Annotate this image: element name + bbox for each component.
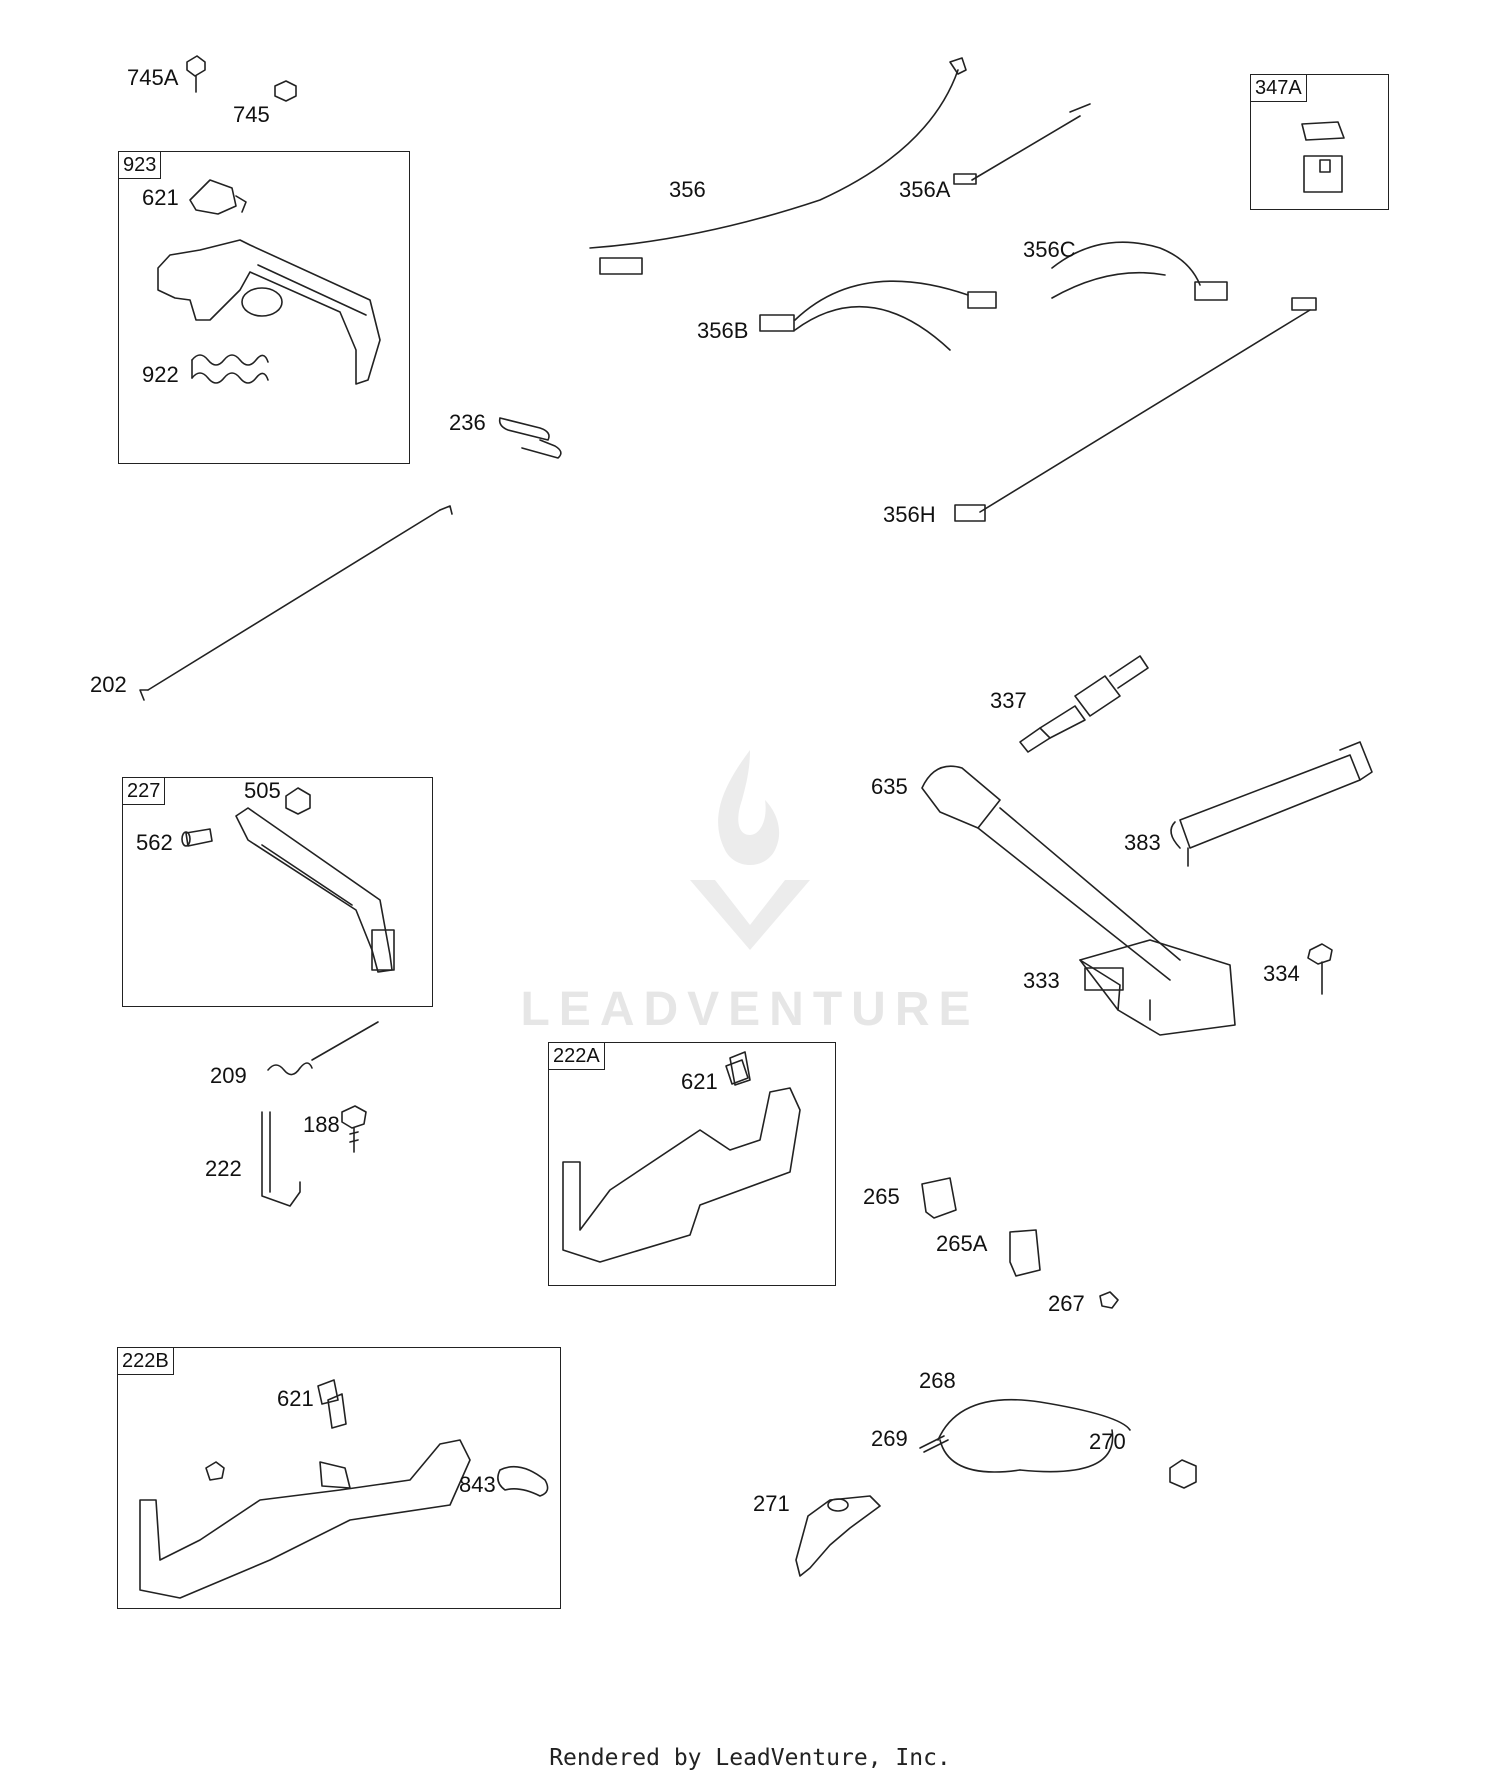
- callout-383: 383: [1124, 830, 1161, 855]
- callout-621-222B: 621: [277, 1386, 314, 1411]
- screw-267-icon: [1099, 1291, 1119, 1309]
- callout-337: 337: [990, 688, 1027, 713]
- spring-269-icon: [919, 1435, 949, 1453]
- tube-383-icon: [1170, 741, 1373, 867]
- key-347A-icon: [1301, 121, 1345, 193]
- clip-621-icon: [189, 179, 247, 215]
- nut-745-icon: [274, 80, 297, 102]
- nut-505-icon: [285, 787, 311, 815]
- callout-356B: 356B: [697, 318, 749, 343]
- wire-356-icon: [589, 57, 967, 275]
- callout-270: 270: [1089, 1429, 1126, 1454]
- group-923-label: 923: [119, 152, 162, 179]
- wire-356A-icon: [953, 103, 1091, 185]
- callout-745: 745: [233, 102, 270, 127]
- bracket-222-icon: [261, 1111, 301, 1207]
- callout-562: 562: [136, 830, 173, 855]
- wire-356B-icon: [759, 280, 997, 351]
- watermark-text: LEADVENTURE: [520, 983, 980, 1036]
- spark-plug-337-icon: [1019, 655, 1149, 753]
- bolt-745A-icon: [186, 55, 206, 93]
- bracket-assembly-222A-icon: [562, 1051, 801, 1263]
- callout-209: 209: [210, 1063, 247, 1088]
- group-222B-box: 222B: [117, 1347, 561, 1609]
- callout-222: 222: [205, 1156, 242, 1181]
- callout-356A: 356A: [899, 177, 951, 202]
- brake-lever-227-icon: [235, 807, 395, 973]
- bracket-assembly-222B-icon: [139, 1393, 471, 1599]
- spring-922-icon: [191, 354, 269, 384]
- cable-268-icon: [937, 1398, 1131, 1473]
- wire-356C-icon: [1051, 241, 1228, 301]
- ignition-coil-333-icon: [1079, 939, 1236, 1036]
- group-347A-label: 347A: [1251, 75, 1307, 102]
- callout-356H: 356H: [883, 502, 936, 527]
- spring-209-icon: [267, 1021, 379, 1076]
- callout-356C: 356C: [1023, 237, 1076, 262]
- group-227-box: 227: [122, 777, 433, 1007]
- rod-202-icon: [139, 505, 453, 701]
- callout-621-222A: 621: [681, 1069, 718, 1094]
- callout-621-923: 621: [142, 185, 179, 210]
- callout-271: 271: [753, 1491, 790, 1516]
- bolt-188-icon: [341, 1105, 367, 1153]
- clip-621-222A-icon: [725, 1059, 749, 1085]
- link-843-icon: [497, 1465, 549, 1497]
- callout-202: 202: [90, 672, 127, 697]
- group-347A-box: 347A: [1250, 74, 1389, 210]
- group-222B-label: 222B: [118, 1348, 174, 1375]
- bracket-265A-icon: [1009, 1229, 1041, 1277]
- group-923-box: 923: [118, 151, 410, 464]
- screw-334-icon: [1307, 943, 1333, 995]
- group-222A-label: 222A: [549, 1043, 605, 1070]
- callout-268: 268: [919, 1368, 956, 1393]
- watermark-logo-icon: [690, 750, 810, 950]
- callout-843: 843: [459, 1472, 496, 1497]
- callout-236: 236: [449, 410, 486, 435]
- callout-265: 265: [863, 1184, 900, 1209]
- callout-922: 922: [142, 362, 179, 387]
- nut-270-icon: [1169, 1459, 1197, 1489]
- callout-635: 635: [871, 774, 908, 799]
- callout-356: 356: [669, 177, 706, 202]
- link-236-icon: [498, 417, 562, 459]
- callout-269: 269: [871, 1426, 908, 1451]
- callout-745A: 745A: [127, 65, 179, 90]
- callout-267: 267: [1048, 1291, 1085, 1316]
- clip-621-222B-icon: [317, 1379, 339, 1405]
- wire-356H-icon: [954, 297, 1317, 522]
- group-227-label: 227: [123, 778, 166, 805]
- footer-credit: Rendered by LeadVenture, Inc.: [549, 1745, 951, 1771]
- callout-334: 334: [1263, 961, 1300, 986]
- governor-lever-923-icon: [157, 239, 381, 385]
- bracket-265-icon: [921, 1177, 957, 1219]
- group-222A-box: 222A: [548, 1042, 836, 1286]
- callout-188: 188: [303, 1112, 340, 1137]
- callout-265A: 265A: [936, 1231, 988, 1256]
- callout-333: 333: [1023, 968, 1060, 993]
- ignition-lead-635-icon: [921, 765, 1181, 981]
- pin-562-icon: [181, 828, 213, 847]
- callout-505: 505: [244, 778, 281, 803]
- lever-271-icon: [795, 1495, 881, 1577]
